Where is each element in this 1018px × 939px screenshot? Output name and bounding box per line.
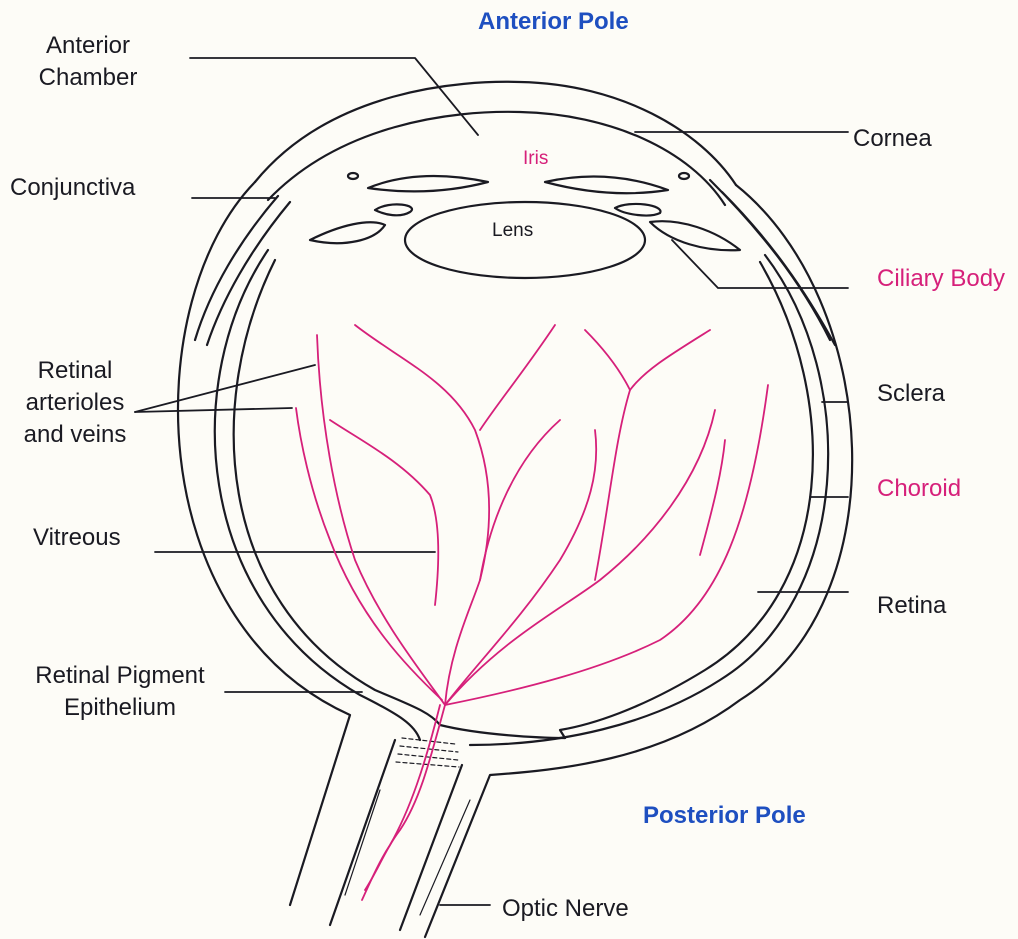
retina-label: Retina — [877, 590, 946, 622]
vessel-c — [355, 325, 489, 705]
sclera-label: Sclera — [877, 378, 945, 410]
iris-right — [545, 176, 668, 193]
anterior-pole-label: Anterior Pole — [478, 6, 629, 38]
rpe-label: Retinal Pigment Epithelium — [20, 660, 220, 724]
ciliary-right — [650, 221, 740, 250]
anterior-chamber-label: Anterior Chamber — [18, 30, 158, 94]
optic-nerve-inner-left — [345, 790, 380, 895]
conjunctiva-left — [195, 196, 278, 340]
choroid-label: Choroid — [877, 473, 961, 505]
zonule-right — [615, 204, 660, 216]
lens-label: Lens — [492, 215, 533, 247]
iris-left — [368, 176, 488, 191]
retinal-vessels-label: Retinal arterioles and veins — [10, 355, 140, 451]
leader-retinal-1 — [135, 365, 315, 412]
vessel-c2 — [480, 420, 560, 580]
leader-anterior-chamber — [190, 58, 478, 135]
iris-label: Iris — [523, 143, 548, 175]
conjunctiva-label: Conjunctiva — [10, 172, 135, 204]
leader-retinal-2 — [135, 408, 292, 412]
zonule-left — [375, 204, 412, 215]
sclera-outer — [178, 182, 350, 905]
cornea-label: Cornea — [853, 123, 932, 155]
ciliary-left — [310, 222, 385, 243]
canal-left — [348, 173, 358, 179]
sclera-inner — [215, 250, 420, 740]
conjunctiva-right-2 — [722, 192, 835, 345]
vessel-a — [317, 335, 445, 705]
optic-disc-line — [440, 725, 565, 738]
cornea-outer — [255, 82, 736, 185]
vessel-d2 — [480, 325, 555, 430]
ciliary-body-label: Ciliary Body — [877, 263, 1005, 295]
retina-line-right — [560, 262, 813, 738]
vessel-e3 — [585, 330, 630, 390]
vessel-d — [445, 430, 596, 705]
optic-nerve-label: Optic Nerve — [502, 893, 629, 925]
posterior-pole-label: Posterior Pole — [643, 800, 806, 832]
vessel-f2 — [700, 440, 725, 555]
canal-right — [679, 173, 689, 179]
vessel-b — [296, 408, 442, 700]
conjunctiva-left-2 — [207, 202, 290, 345]
vessel-e2 — [595, 330, 710, 580]
vitreous-label: Vitreous — [33, 522, 121, 554]
